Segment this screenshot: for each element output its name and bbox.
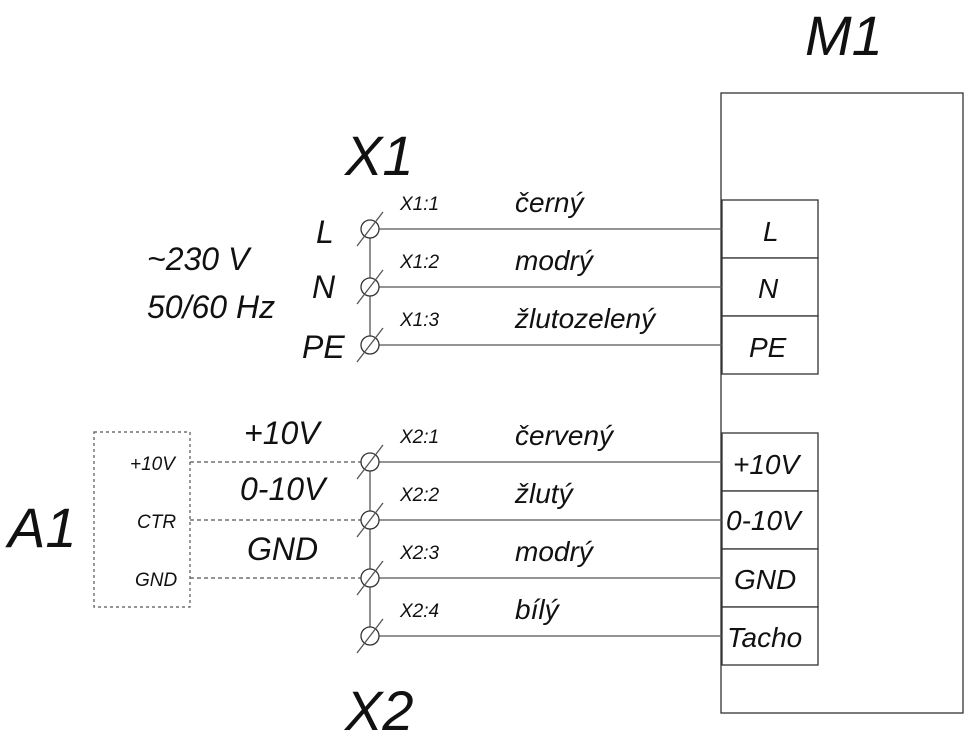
signal-10v: +10V [244,415,322,451]
motor-pin-pe: PE [749,332,787,363]
x2-4-id: X2:4 [399,601,439,622]
x1-3-id: X1:3 [399,310,440,331]
a1-pin-10v: +10V [130,454,177,475]
signal-0-10v: 0-10V [240,471,328,507]
line-n-label: N [312,269,336,305]
motor-pin-n: N [758,273,779,304]
motor-pin-n-box [721,257,819,317]
x2-3-id: X2:3 [399,543,440,564]
supply-voltage: ~230 V [147,241,252,277]
x2-2-id: X2:2 [399,485,440,506]
x2-title: X2 [343,679,414,742]
signal-gnd: GND [247,531,318,567]
motor-pin-10v: +10V [733,449,801,480]
a1-title: A1 [5,496,77,559]
x1-1-id: X1:1 [399,194,439,215]
x2-1-terminal [356,444,384,480]
x1-1-colour: černý [515,187,585,218]
motor-pin-l-box [721,199,819,259]
motor-pin-gnd: GND [734,564,796,595]
x1-2-id: X1:2 [399,252,440,273]
motor-pin-l: L [763,216,779,247]
x2-1-id: X2:1 [399,427,439,448]
x1-3-terminal [356,327,384,363]
x1-2-terminal [356,269,384,305]
x2-3-colour: modrý [515,536,595,567]
a1-pin-gnd: GND [135,570,178,591]
x1-title: X1 [343,124,414,187]
x1-2-colour: modrý [515,245,595,276]
supply-frequency: 50/60 Hz [147,289,275,325]
motor-pin-tacho: Tacho [727,622,802,653]
x2-3-terminal [356,560,384,596]
motor-title: M1 [805,4,883,67]
line-pe-label: PE [302,329,345,365]
x2-2-colour: žlutý [514,478,575,509]
a1-box [93,431,191,608]
x2-2-terminal [356,502,384,538]
line-l-label: L [316,214,334,250]
x2-1-colour: červený [515,420,615,451]
a1-pin-ctr: CTR [137,512,176,533]
motor-pin-0-10v: 0-10V [726,505,803,536]
x1-3-colour: žlutozelený [514,303,657,334]
motor-pin-pe-box [721,315,819,375]
x2-4-terminal [356,618,384,654]
x1-1-terminal [356,211,384,247]
x2-4-colour: bílý [515,594,561,625]
